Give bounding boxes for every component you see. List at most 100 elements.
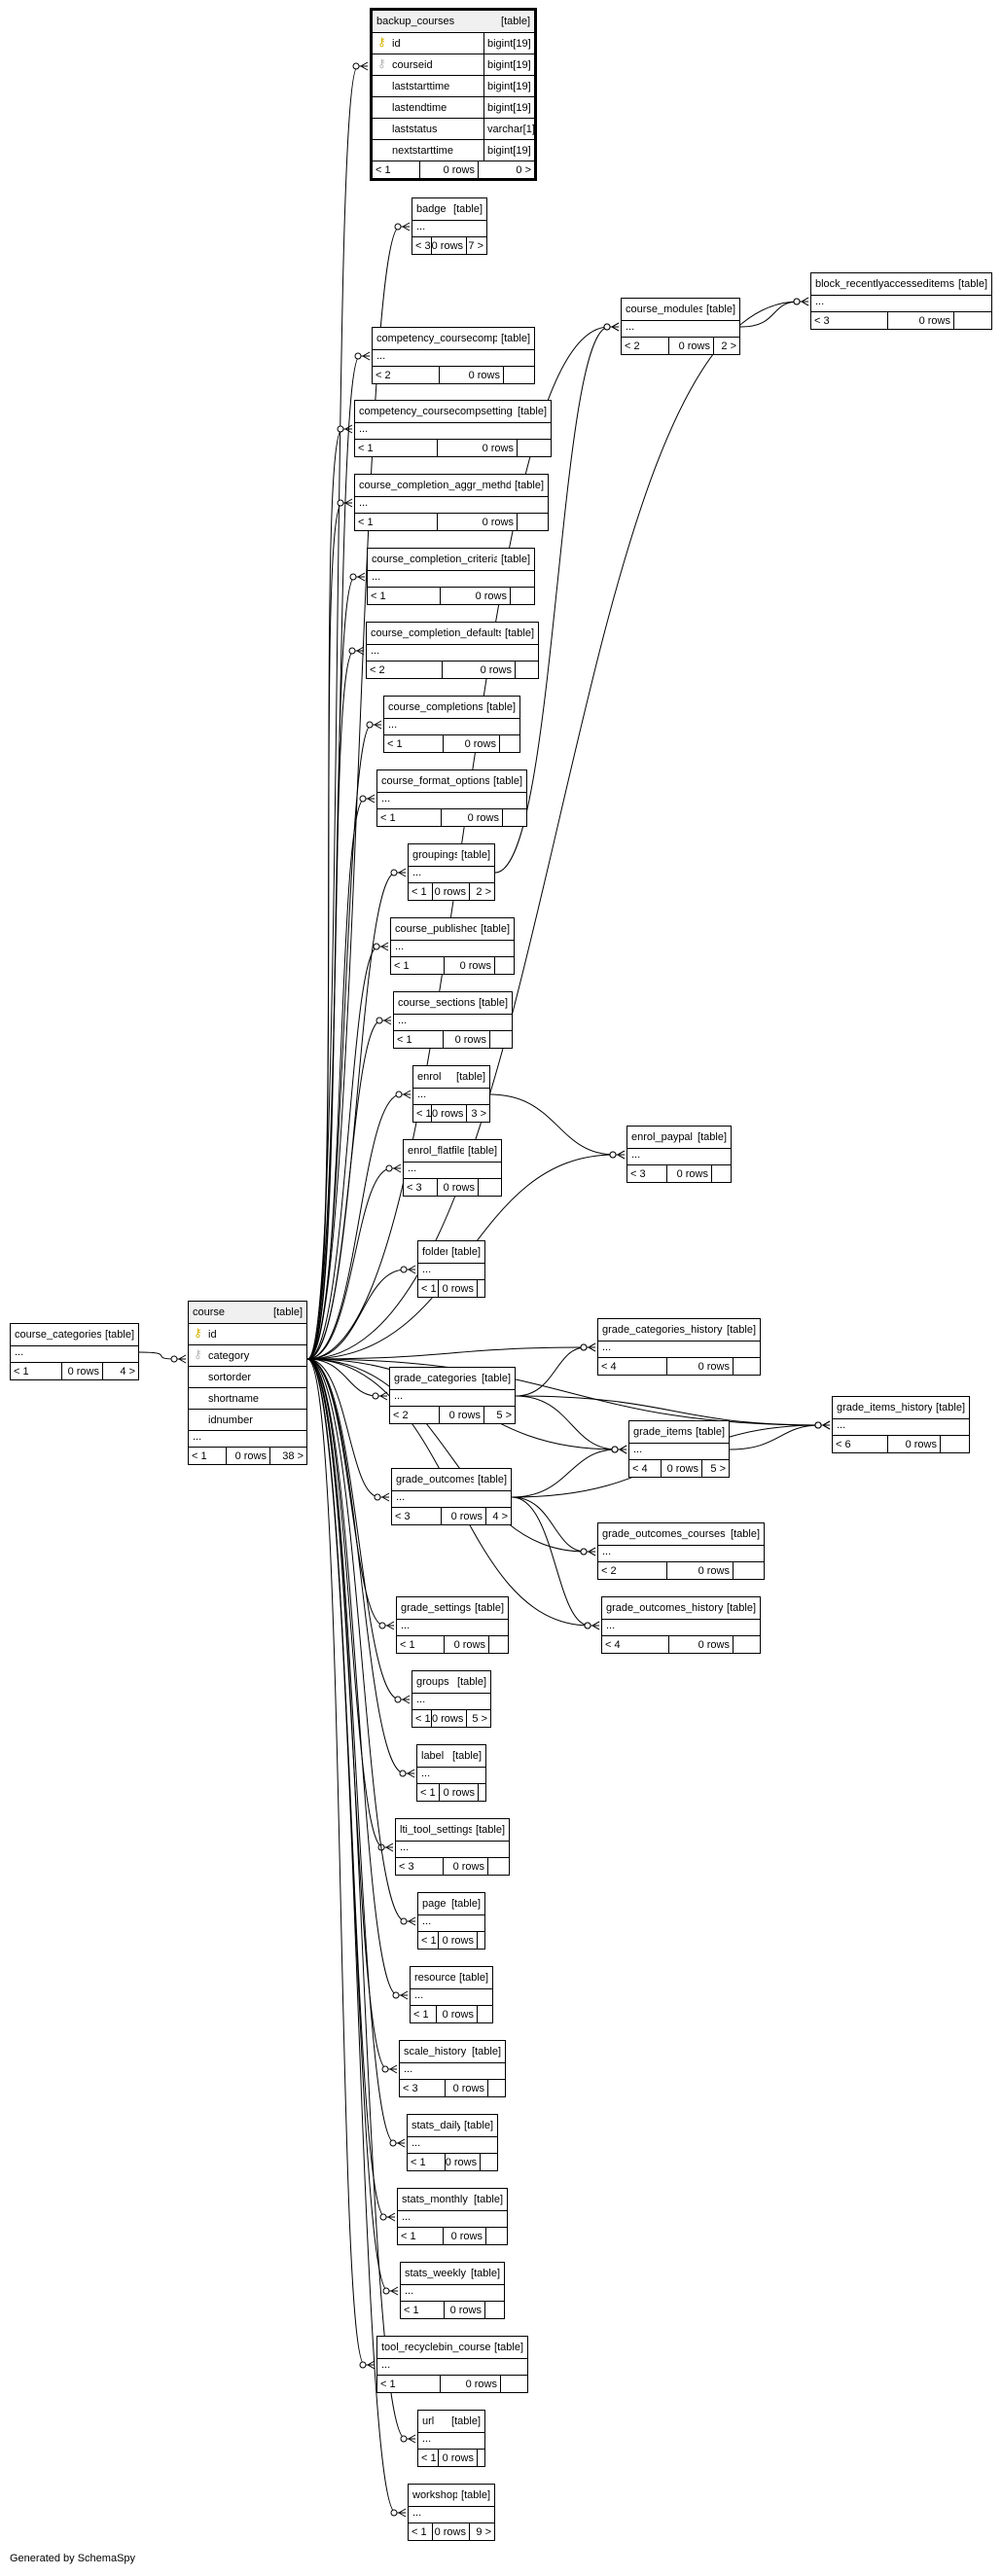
parents-count[interactable]: < 2 [376, 369, 391, 381]
parents-count[interactable]: < 3 [403, 2082, 418, 2094]
parents-count[interactable]: < 1 [358, 516, 374, 528]
parents-count[interactable]: < 4 [632, 1462, 648, 1475]
parents-count[interactable]: < 3 [630, 1167, 646, 1180]
children-count[interactable] [477, 1280, 484, 1297]
children-count[interactable]: 7 > [466, 237, 486, 254]
children-count[interactable] [733, 1562, 764, 1579]
parents-count[interactable]: < 1 [397, 1033, 412, 1046]
children-count[interactable] [489, 1031, 512, 1048]
parents-count[interactable]: < 3 [415, 239, 431, 252]
parents-count[interactable]: < 2 [601, 1564, 617, 1577]
parents-count[interactable]: < 1 [416, 1107, 432, 1120]
parents-count[interactable]: < 1 [412, 885, 427, 898]
children-count[interactable] [503, 367, 534, 383]
children-count[interactable]: 9 > [469, 2523, 494, 2540]
parents-count[interactable]: < 1 [387, 737, 403, 750]
children-count[interactable]: 2 > [713, 338, 739, 354]
children-count[interactable] [494, 957, 514, 974]
children-count[interactable] [478, 1179, 501, 1196]
parents-count[interactable]: < 1 [421, 1934, 437, 1947]
parents-count[interactable]: < 1 [371, 590, 386, 602]
parents-count[interactable]: < 1 [376, 163, 391, 176]
children-count[interactable]: 38 > [269, 1448, 306, 1464]
parents-count[interactable]: < 1 [14, 1365, 29, 1377]
children-count[interactable] [484, 2302, 504, 2318]
children-count[interactable] [500, 2376, 527, 2392]
table-competency_coursecompsetting[interactable]: competency_coursecompsetting[table]...< … [354, 400, 552, 457]
parents-count[interactable]: < 1 [401, 2230, 416, 2242]
children-count[interactable] [485, 2228, 507, 2244]
children-count[interactable] [515, 662, 538, 678]
children-count[interactable]: 5 > [701, 1460, 729, 1477]
parents-count[interactable]: < 4 [605, 1638, 621, 1651]
children-count[interactable] [502, 809, 526, 826]
parents-count[interactable]: < 1 [421, 2451, 437, 2464]
children-count[interactable] [477, 1932, 484, 1949]
children-count[interactable]: 5 > [466, 1710, 490, 1727]
children-count[interactable] [517, 440, 551, 456]
parents-count[interactable]: < 3 [399, 1860, 414, 1873]
parents-count[interactable]: < 2 [370, 663, 385, 676]
children-count[interactable] [733, 1636, 760, 1653]
parents-count[interactable]: < 1 [415, 1712, 431, 1725]
parents-count[interactable]: < 2 [393, 1409, 409, 1421]
children-count[interactable]: 0 > [478, 161, 534, 178]
parents-count[interactable]: < 1 [420, 1786, 436, 1799]
parents-count[interactable]: < 1 [413, 2008, 429, 2021]
children-count[interactable] [480, 2154, 497, 2170]
children-count[interactable]: 5 > [483, 1407, 515, 1423]
parents-count[interactable]: < 3 [407, 1181, 422, 1194]
parents-count[interactable]: < 3 [814, 314, 830, 327]
children-count[interactable] [488, 1636, 508, 1653]
parents-count[interactable]: < 1 [192, 1449, 207, 1462]
children-count[interactable]: 2 > [469, 883, 494, 900]
children-count[interactable]: 4 > [485, 1508, 511, 1524]
children-count[interactable] [510, 588, 534, 604]
parents-count[interactable]: < 1 [358, 442, 374, 454]
parents-count[interactable]: < 4 [601, 1360, 617, 1373]
parents-count[interactable]: < 1 [412, 2525, 427, 2538]
parents-count[interactable]: < 1 [411, 2156, 426, 2168]
children-count[interactable]: 3 > [466, 1105, 489, 1122]
parents-count[interactable]: < 6 [836, 1438, 851, 1450]
parents-count[interactable]: < 1 [421, 1282, 437, 1295]
table-course[interactable]: course [table] ⚷id ⚷category sortorder s… [188, 1301, 307, 1465]
parents-count[interactable]: < 3 [395, 1510, 411, 1522]
children-count[interactable] [477, 2006, 492, 2022]
children-count[interactable] [487, 1858, 509, 1875]
children-count[interactable] [517, 514, 548, 530]
table-block_recentlyaccesseditems[interactable]: block_recentlyaccesseditems[table]...< 3… [810, 272, 992, 330]
children-count[interactable] [477, 2450, 484, 2466]
